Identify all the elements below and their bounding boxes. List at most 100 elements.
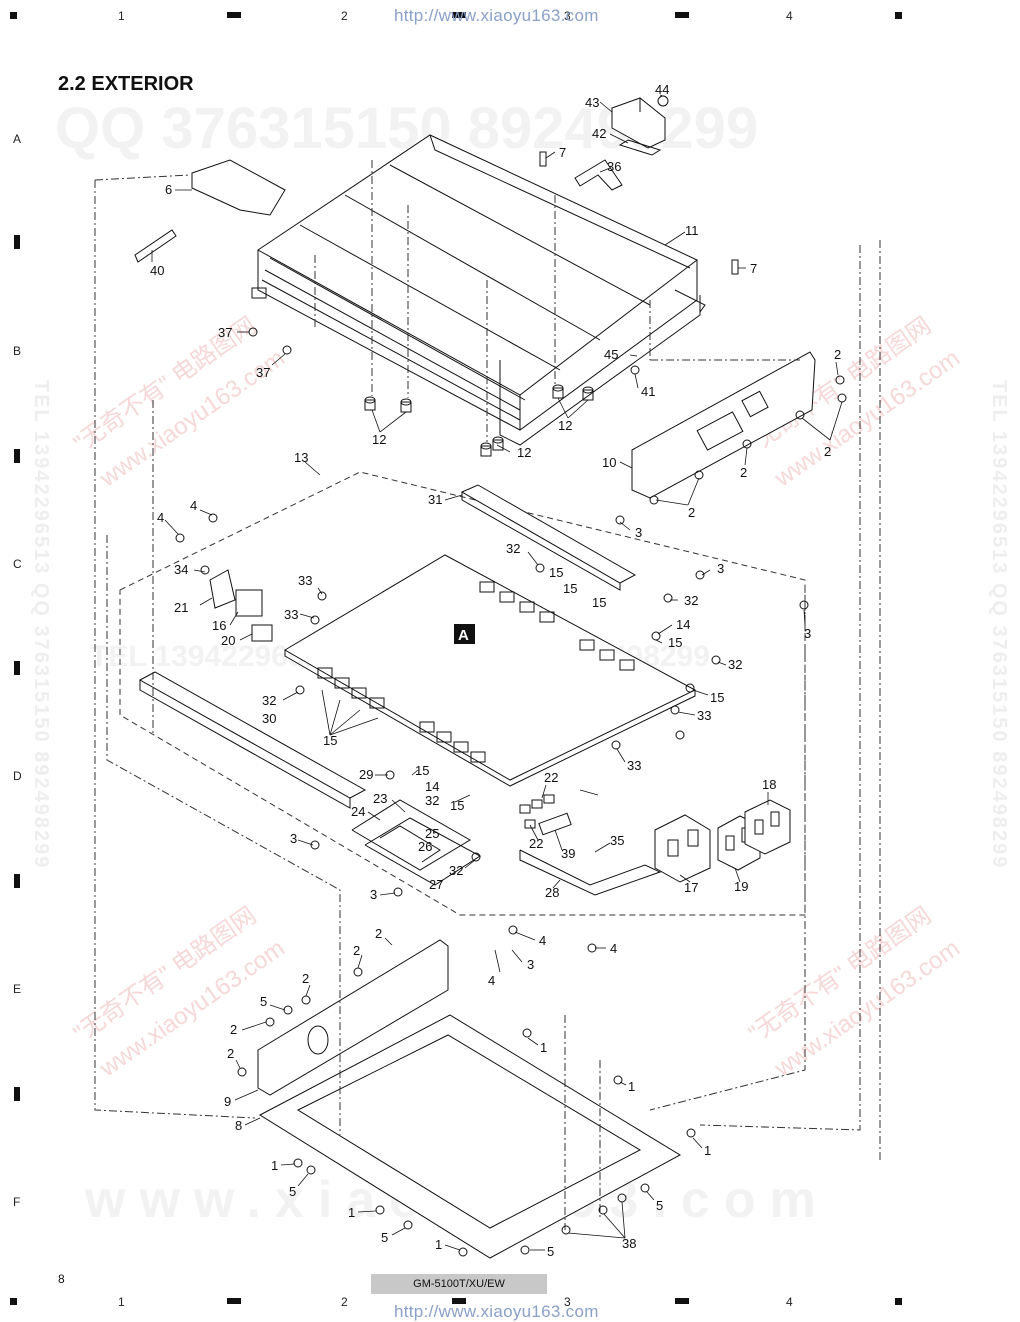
screws: [175, 327, 847, 1257]
part-label: 12: [517, 445, 531, 460]
column-label-3: 3: [564, 9, 571, 23]
part-label: 18: [762, 777, 776, 792]
page-number: 8: [58, 1272, 65, 1286]
part-label: 9: [224, 1094, 231, 1109]
part-22-fuses: [519, 794, 572, 836]
heatsink: [251, 134, 706, 446]
part-label: 4: [610, 941, 617, 956]
part-label: 33: [284, 607, 298, 622]
part-18-terminal: [744, 799, 791, 855]
part-label: 20: [221, 633, 235, 648]
part-label: 7: [559, 145, 566, 160]
part-label: 22: [529, 836, 543, 851]
row-label-e: E: [13, 982, 22, 996]
part-label: 32: [262, 693, 276, 708]
corner-marker: [895, 1298, 902, 1305]
part-43-block: [611, 97, 666, 149]
part-label: 33: [298, 573, 312, 588]
part-23-spreader: [351, 799, 471, 871]
part-label: 3: [717, 561, 724, 576]
column-label-4: 4: [786, 9, 793, 23]
part-label: 3: [527, 957, 534, 972]
part-label: 5: [547, 1244, 554, 1259]
part-13-outline: [119, 471, 806, 916]
part-label: 32: [728, 657, 742, 672]
column-divider: [675, 12, 689, 18]
part-label: 15: [710, 690, 724, 705]
section-marker-a: A: [458, 627, 469, 644]
part-label: 2: [302, 971, 309, 986]
column-divider: [452, 1298, 466, 1304]
part-label: 32: [449, 863, 463, 878]
part-label: 6: [165, 182, 172, 197]
part-label: 33: [697, 708, 711, 723]
part-20-connector: [251, 624, 273, 642]
part-labels: 6 40 43 44 42 7 36 11 7 37 37 12 12 12 4…: [150, 82, 841, 1259]
part-label: 4: [190, 498, 197, 513]
part-label: 26: [418, 839, 432, 854]
source-url-bottom[interactable]: http://www.xiaoyu163.com: [394, 1302, 599, 1321]
part-label: 41: [641, 384, 655, 399]
part-label: 28: [545, 885, 559, 900]
part-label: 14: [425, 779, 439, 794]
row-divider: [14, 449, 20, 463]
row-divider: [14, 661, 20, 675]
part-label: 24: [351, 804, 365, 819]
part-17-terminal: [654, 814, 711, 883]
part-label: 15: [323, 733, 337, 748]
part-label: 2: [688, 505, 695, 520]
part-label: 36: [607, 159, 621, 174]
column-label-3-bottom: 3: [564, 1295, 571, 1309]
part-label: 23: [373, 791, 387, 806]
part-label: 2: [740, 465, 747, 480]
part-label: 3: [290, 831, 297, 846]
row-label-b: B: [13, 344, 22, 358]
source-url-top[interactable]: http://www.xiaoyu163.com: [394, 6, 599, 25]
part-label: 2: [353, 943, 360, 958]
part-7-pin-b: [731, 259, 739, 275]
column-label-2-bottom: 2: [341, 1295, 348, 1309]
part-label: 45: [604, 347, 618, 362]
part-label: 15: [592, 595, 606, 610]
part-label: 42: [592, 126, 606, 141]
part-label: 3: [635, 525, 642, 540]
part-label: 3: [370, 887, 377, 902]
part-6-cover: [191, 159, 286, 216]
part-label: 5: [656, 1198, 663, 1213]
part-16-connector: [235, 589, 263, 617]
part-label: 10: [602, 455, 616, 470]
row-label-c: C: [13, 557, 22, 571]
row-divider: [14, 235, 20, 249]
part-label: 1: [435, 1237, 442, 1252]
part-label: 44: [655, 82, 669, 97]
part-28-shield: [519, 849, 662, 896]
part-label: 31: [428, 492, 442, 507]
part-label: 43: [585, 95, 599, 110]
column-divider: [675, 1298, 689, 1304]
part-42-pad: [618, 139, 662, 156]
part-label: 1: [704, 1143, 711, 1158]
part-label: 2: [227, 1046, 234, 1061]
part-label: 30: [262, 711, 276, 726]
part-7-pin: [539, 151, 547, 167]
row-divider: [14, 874, 20, 888]
part-21-bracket: [209, 569, 236, 609]
part-label: 21: [174, 600, 188, 615]
corner-marker: [895, 12, 902, 19]
part-label: 15: [549, 565, 563, 580]
part-label: 19: [734, 879, 748, 894]
model-number: GM-5100T/XU/EW: [371, 1274, 547, 1294]
part-label: 7: [750, 261, 757, 276]
part-label: 1: [628, 1079, 635, 1094]
part-8-bottom-plate: [258, 1014, 682, 1259]
row-label-a: A: [13, 132, 22, 146]
column-label-2: 2: [341, 9, 348, 23]
part-label: 34: [174, 562, 188, 577]
part-label: 13: [294, 450, 308, 465]
part-label: 5: [289, 1184, 296, 1199]
part-label: 38: [622, 1236, 636, 1251]
transistor-pads: [317, 581, 635, 763]
part-label: 5: [381, 1230, 388, 1245]
column-label-4-bottom: 4: [786, 1295, 793, 1309]
